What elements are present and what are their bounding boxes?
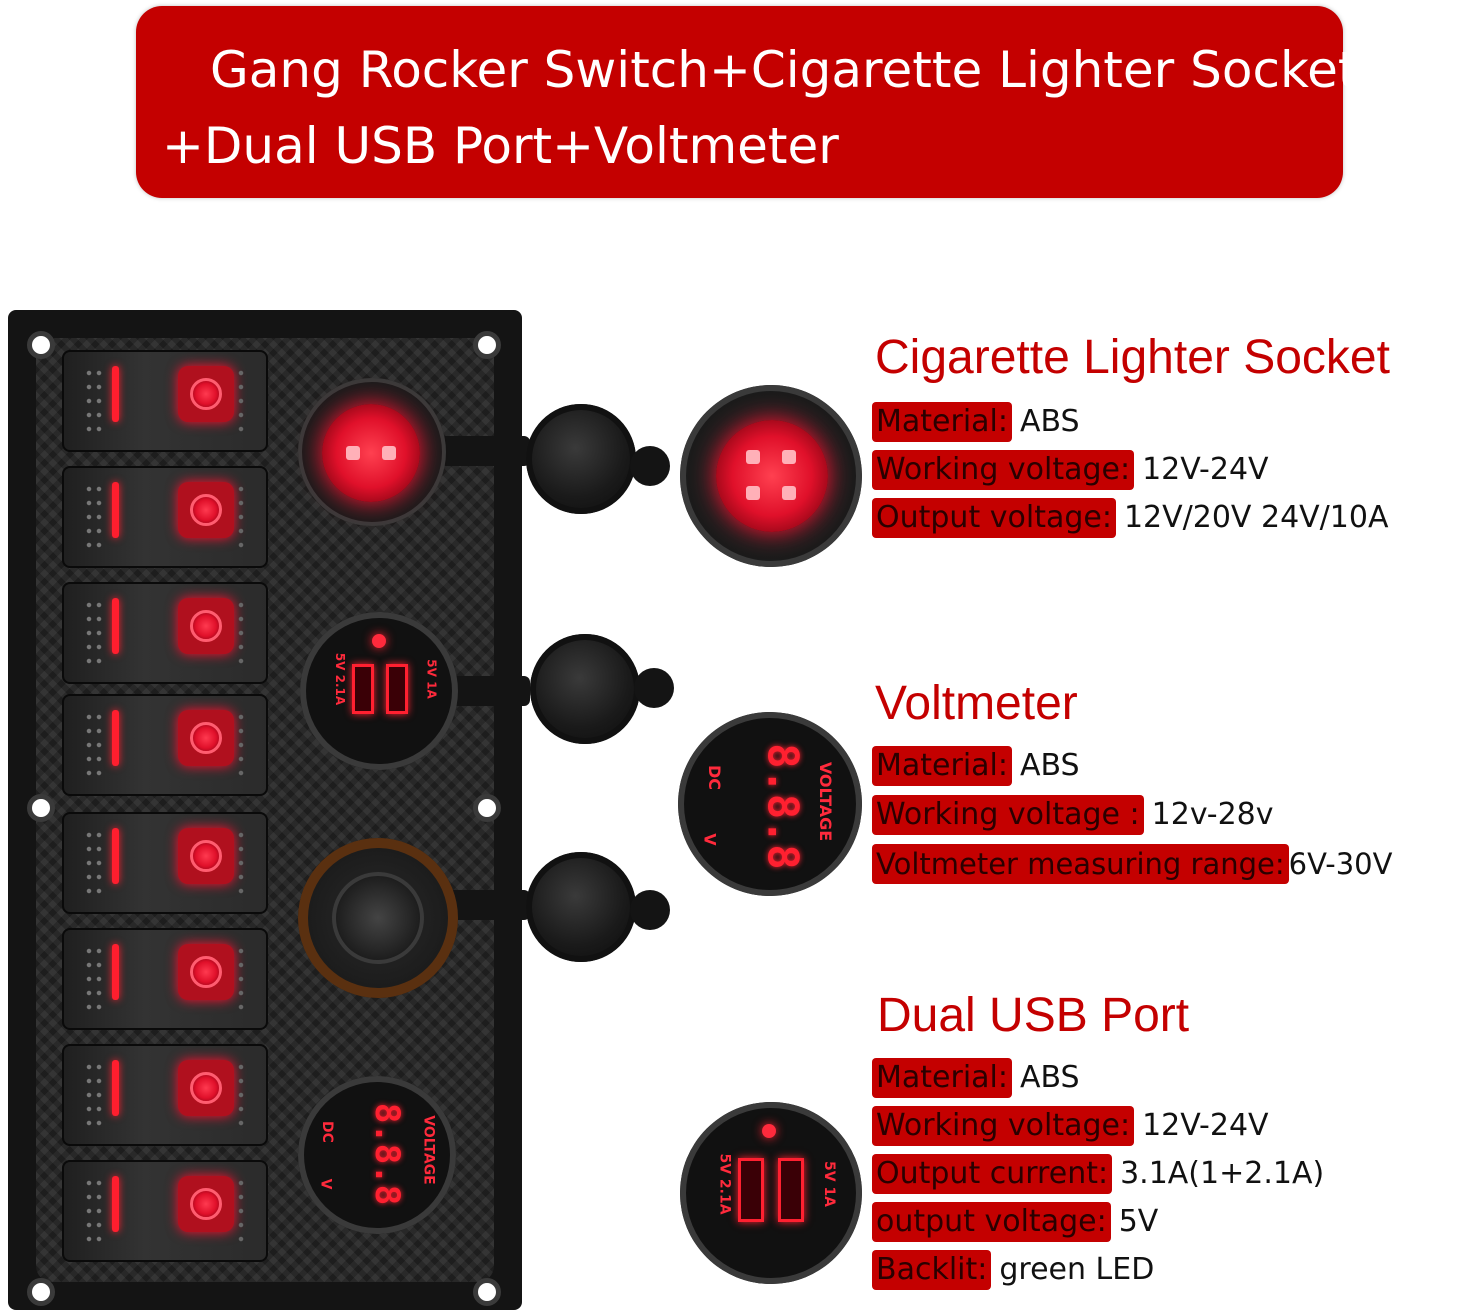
cap-strap bbox=[634, 668, 674, 708]
pin-dots bbox=[236, 482, 246, 552]
usb-spec-working-voltage: Working voltage:12V-24V bbox=[872, 1106, 1269, 1146]
usb-closeup-led-icon bbox=[762, 1124, 776, 1138]
rocker-switch[interactable] bbox=[62, 582, 268, 684]
screw-icon bbox=[473, 1278, 501, 1306]
rocker-switch[interactable] bbox=[62, 1044, 268, 1146]
pin-dots bbox=[84, 1060, 104, 1130]
pin-dots bbox=[236, 366, 246, 436]
voltmeter-dc-label: DC bbox=[318, 1121, 335, 1143]
usb-closeup-label-left: 5V 2.1A bbox=[716, 1153, 733, 1215]
voltmeter-spec-material: Material:ABS bbox=[872, 746, 1080, 786]
voltmeter-section-title: Voltmeter bbox=[875, 677, 1078, 730]
voltmeter-closeup-v: V bbox=[700, 833, 720, 846]
usb-led-icon bbox=[372, 634, 386, 648]
pin-dots bbox=[84, 710, 104, 780]
cap-strap bbox=[630, 890, 670, 930]
screw-icon bbox=[473, 794, 501, 822]
voltmeter-v-label: V bbox=[317, 1178, 334, 1190]
screw-icon bbox=[27, 794, 55, 822]
title-banner: Gang Rocker Switch+Cigarette Lighter Soc… bbox=[136, 6, 1358, 198]
usb-closeup-port-b bbox=[778, 1158, 804, 1222]
voltmeter-closeup: 8.8.8 DC V VOLTAGE bbox=[678, 712, 862, 896]
pin-dots bbox=[236, 1176, 246, 1246]
voltmeter-digits: 8.8.8 bbox=[367, 1102, 408, 1206]
indicator-bar bbox=[112, 710, 119, 766]
power-lamp-icon bbox=[178, 1176, 234, 1232]
lighter-spec-working-voltage: Working voltage:12V-24V bbox=[872, 450, 1269, 490]
usb-spec-output-current: Output current:3.1A(1+2.1A) bbox=[872, 1154, 1324, 1194]
lighter-spec-material: Material:ABS bbox=[872, 402, 1080, 442]
usb-spec-material: Material:ABS bbox=[872, 1058, 1080, 1098]
rocker-switch[interactable] bbox=[62, 466, 268, 568]
power-lamp-icon bbox=[178, 944, 234, 1000]
voltmeter-panel: 8.8.8 DC V VOLTAGE bbox=[298, 1076, 456, 1234]
usb-spec-output-voltage: output voltage:5V bbox=[872, 1202, 1158, 1242]
pin-dots bbox=[236, 944, 246, 1014]
usb-label-right: 5V 1A bbox=[424, 659, 439, 699]
cap-strap bbox=[440, 436, 530, 466]
rocker-switch[interactable] bbox=[62, 694, 268, 796]
pin-dots bbox=[236, 598, 246, 668]
voltmeter-voltage-tag: VOLTAGE bbox=[420, 1115, 437, 1185]
power-lamp-icon bbox=[178, 598, 234, 654]
banner-line-1: Gang Rocker Switch+Cigarette Lighter Soc… bbox=[210, 41, 1358, 99]
usb-label-left: 5V 2.1A bbox=[333, 652, 348, 706]
power-lamp-icon bbox=[178, 366, 234, 422]
voltmeter-spec-range: Voltmeter measuring range:6V-30V bbox=[872, 844, 1392, 884]
usb-closeup-port-a bbox=[738, 1158, 764, 1222]
pin-dots bbox=[236, 710, 246, 780]
usb-port-b[interactable] bbox=[386, 664, 408, 714]
indicator-bar bbox=[112, 1176, 119, 1232]
indicator-bar bbox=[112, 1060, 119, 1116]
voltmeter-closeup-dc: DC bbox=[705, 764, 725, 791]
screw-icon bbox=[27, 1278, 55, 1306]
indicator-bar bbox=[112, 828, 119, 884]
screw-icon bbox=[473, 331, 501, 359]
pin-dots bbox=[84, 1176, 104, 1246]
usb-port-a[interactable] bbox=[352, 664, 374, 714]
cap-strap bbox=[630, 446, 670, 486]
pin-dots bbox=[236, 1060, 246, 1130]
usb-cap-icon[interactable] bbox=[530, 634, 640, 744]
usb-port-panel: 5V 2.1A 5V 1A bbox=[300, 612, 458, 770]
lighter-spec-output-voltage: Output voltage:12V/20V 24V/10A bbox=[872, 498, 1389, 538]
pin-dots bbox=[84, 366, 104, 436]
screw-icon bbox=[27, 331, 55, 359]
voltmeter-spec-working-voltage: Working voltage :12v-28v bbox=[872, 795, 1274, 835]
rocker-switch[interactable] bbox=[62, 1160, 268, 1262]
power-lamp-icon bbox=[178, 1060, 234, 1116]
pin-dots bbox=[236, 828, 246, 898]
indicator-bar bbox=[112, 366, 119, 422]
indicator-bar bbox=[112, 482, 119, 538]
usb-port-closeup: 5V 2.1A 5V 1A bbox=[680, 1102, 862, 1284]
pin-dots bbox=[84, 944, 104, 1014]
pin-dots bbox=[84, 482, 104, 552]
voltmeter-closeup-tag: VOLTAGE bbox=[816, 761, 836, 842]
power-lamp-icon bbox=[178, 828, 234, 884]
lighter-plug-icon[interactable] bbox=[332, 872, 424, 964]
rocker-switch[interactable] bbox=[62, 928, 268, 1030]
usb-section-title: Dual USB Port bbox=[877, 989, 1190, 1042]
rocker-switch[interactable] bbox=[62, 812, 268, 914]
voltmeter-closeup-digits: 8.8.8 bbox=[758, 743, 808, 870]
banner-line-2: +Dual USB Port+Voltmeter bbox=[162, 117, 839, 175]
usb-spec-backlit: Backlit:green LED bbox=[872, 1250, 1154, 1290]
lighter-cap-icon[interactable] bbox=[526, 852, 636, 962]
indicator-bar bbox=[112, 598, 119, 654]
lighter-socket-light-icon bbox=[322, 404, 420, 502]
pin-dots bbox=[84, 598, 104, 668]
socket-cap-icon[interactable] bbox=[526, 404, 636, 514]
lighter-socket-closeup-light-icon bbox=[716, 420, 828, 532]
pin-dots bbox=[84, 828, 104, 898]
rocker-switch[interactable] bbox=[62, 350, 268, 452]
lighter-section-title: Cigarette Lighter Socket bbox=[875, 331, 1390, 384]
usb-closeup-label-right: 5V 1A bbox=[821, 1160, 838, 1208]
power-lamp-icon bbox=[178, 482, 234, 538]
power-lamp-icon bbox=[178, 710, 234, 766]
indicator-bar bbox=[112, 944, 119, 1000]
